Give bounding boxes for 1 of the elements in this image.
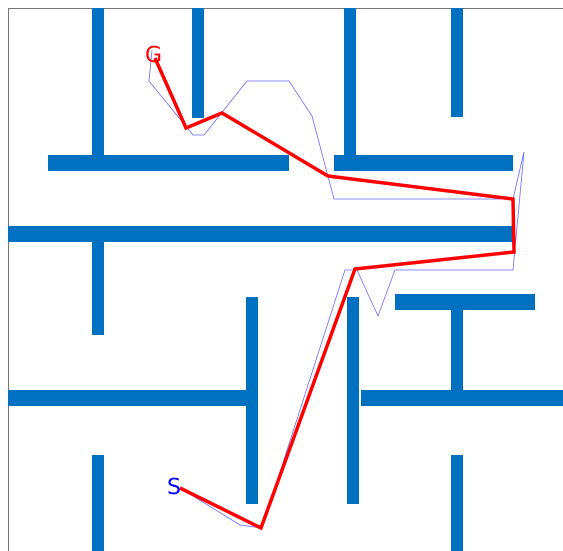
maze-marker-label: S (167, 477, 181, 499)
